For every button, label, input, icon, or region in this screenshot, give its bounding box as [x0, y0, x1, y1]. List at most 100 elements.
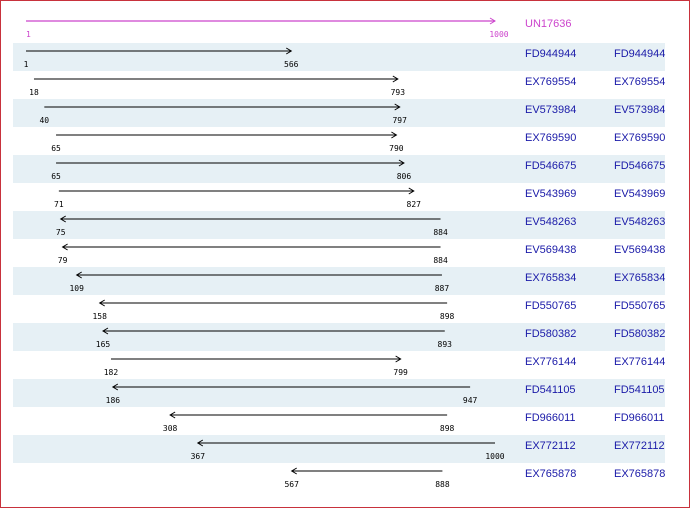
alignment-arrow-head [285, 47, 293, 55]
alignment-arrow-head [59, 215, 66, 223]
alignment-start-label: 75 [56, 228, 66, 237]
alignment-row: 79 884 EV569438 EV569438 [58, 243, 665, 265]
row-band [13, 267, 665, 295]
alignment-row: 40 797 EV573984 EV573984 [39, 103, 665, 125]
accession-link[interactable]: EX776144 [525, 356, 576, 368]
row-bands [13, 43, 665, 463]
accession-link[interactable]: FD550765 [525, 300, 576, 312]
row-band [13, 379, 665, 407]
alignment-start-label: 158 [92, 312, 107, 321]
row-band [13, 323, 665, 351]
alignment-end-label: 888 [435, 480, 450, 489]
alignment-start-label: 367 [191, 452, 206, 461]
alignment-start-label: 567 [284, 480, 299, 489]
row-band [13, 43, 665, 71]
alignment-end-label: 893 [438, 340, 453, 349]
alignment-row: 1 566 FD944944 FD944944 [24, 47, 665, 69]
alignment-end-label: 790 [389, 144, 404, 153]
reference-arrow-head [489, 17, 496, 25]
accession-link[interactable]: FD966011 [525, 412, 576, 424]
row-band [13, 211, 665, 239]
alignment-end-label: 884 [433, 256, 448, 265]
alignment-row: 75 884 EV548263 EV548263 [56, 215, 665, 237]
alignment-arrow-head [98, 299, 105, 307]
alignment-arrow-head [391, 131, 398, 139]
accession-link[interactable]: FD944944 [525, 48, 576, 60]
alignment-end-label: 793 [391, 88, 406, 97]
alignment-rows: 1 566 FD944944 FD944944 18 793 EX769554 EX76955… [24, 47, 665, 489]
alignment-start-label: 40 [39, 116, 49, 125]
accession-link-secondary[interactable]: EX772112 [614, 440, 665, 452]
alignment-row: 308 898 FD966011 FD966011 [163, 411, 665, 433]
alignment-end-label: 898 [440, 424, 455, 433]
accession-link[interactable]: EV573984 [525, 104, 576, 116]
accession-link-secondary[interactable]: EX776144 [614, 356, 665, 368]
row-band [13, 435, 665, 463]
accession-link-secondary[interactable]: EV543969 [614, 188, 665, 200]
alignment-end-label: 566 [284, 60, 299, 69]
accession-link[interactable]: EX769590 [525, 132, 576, 144]
alignment-end-label: 797 [392, 116, 407, 125]
accession-link-secondary[interactable]: EX769590 [614, 132, 665, 144]
accession-link-secondary[interactable]: EX765878 [614, 468, 665, 480]
alignment-arrow-head [290, 467, 297, 475]
alignment-end-label: 806 [397, 172, 412, 181]
accession-link-secondary[interactable]: FD966011 [614, 412, 665, 424]
alignment-arrow-head [102, 327, 109, 335]
accession-link[interactable]: EX769554 [525, 76, 576, 88]
alignment-start-label: 18 [29, 88, 39, 97]
accession-link-secondary[interactable]: FD580382 [614, 328, 665, 340]
accession-link-secondary[interactable]: EV548263 [614, 216, 665, 228]
accession-link-secondary[interactable]: EV573984 [614, 104, 665, 116]
alignment-arrow-head [61, 243, 68, 251]
alignment-start-label: 79 [58, 256, 68, 265]
alignment-end-label: 884 [433, 228, 448, 237]
accession-link-secondary[interactable]: EV569438 [614, 244, 665, 256]
reference-end-label: 1000 [489, 30, 508, 39]
accession-link-secondary[interactable]: FD550765 [614, 300, 665, 312]
alignment-arrow-head [395, 355, 402, 363]
alignment-start-label: 308 [163, 424, 178, 433]
alignment-end-label: 827 [407, 200, 422, 209]
alignment-arrow-head [111, 383, 119, 391]
alignment-start-label: 65 [51, 144, 61, 153]
accession-link[interactable]: FD546675 [525, 160, 576, 172]
accession-link[interactable]: EX765834 [525, 272, 576, 284]
accession-link-secondary[interactable]: FD546675 [614, 160, 665, 172]
accession-link[interactable]: FD541105 [525, 384, 576, 396]
row-band [13, 155, 665, 183]
alignment-start-label: 182 [104, 368, 119, 377]
accession-link[interactable]: FD580382 [525, 328, 576, 340]
accession-link[interactable]: EV543969 [525, 188, 576, 200]
alignment-arrow-head [394, 103, 401, 111]
accession-link-secondary[interactable]: FD541105 [614, 384, 665, 396]
alignment-row: 18 793 EX769554 EX769554 [29, 75, 665, 97]
accession-link-secondary[interactable]: FD944944 [614, 48, 665, 60]
accession-link[interactable]: EX765878 [525, 468, 576, 480]
alignment-end-label: 947 [463, 396, 478, 405]
reference-track: 1 1000 UN17636 [26, 17, 571, 39]
alignment-arrow-head [75, 271, 82, 279]
accession-link[interactable]: EV548263 [525, 216, 576, 228]
accession-link-secondary[interactable]: EX769554 [614, 76, 665, 88]
alignment-arrow-head [398, 159, 405, 167]
alignment-start-label: 1 [24, 60, 29, 69]
alignment-arrow-head [169, 411, 176, 419]
reference-start-label: 1 [26, 30, 31, 39]
row-band [13, 99, 665, 127]
accession-link[interactable]: EX772112 [525, 440, 576, 452]
alignment-start-label: 109 [69, 284, 84, 293]
accession-link[interactable]: EV569438 [525, 244, 576, 256]
alignment-arrow-head [392, 75, 399, 83]
accession-link-secondary[interactable]: EX765834 [614, 272, 665, 284]
alignment-row: 65 790 EX769590 EX769590 [51, 131, 665, 153]
